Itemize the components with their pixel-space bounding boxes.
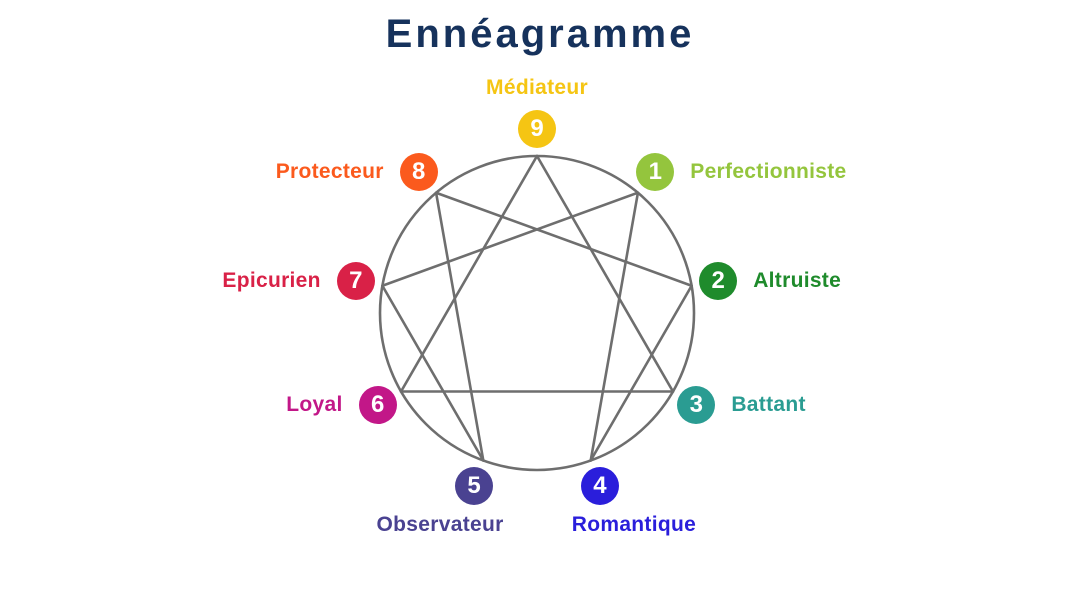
type-badge-6: 6 <box>358 386 397 424</box>
type-badge-1: 1 <box>636 153 675 192</box>
connection-line-5-7 <box>381 284 485 462</box>
type-label-6: Loyal <box>286 393 343 416</box>
type-badge-4: 4 <box>580 466 619 505</box>
enneagram-circle <box>378 154 696 472</box>
type-label-5: Observateur <box>376 512 504 536</box>
type-badge-8: 8 <box>399 153 438 192</box>
connection-line-2-8 <box>434 191 693 288</box>
type-badge-5: 5 <box>455 466 494 505</box>
type-label-4: Romantique <box>571 512 697 536</box>
connection-line-9-3 <box>535 154 675 393</box>
type-label-9: Médiateur <box>486 76 588 99</box>
type-label-7: Epicurien <box>222 269 321 293</box>
connection-line-4-2 <box>589 284 693 462</box>
type-badge-9: 9 <box>518 110 556 148</box>
connection-line-6-9 <box>399 154 539 393</box>
type-badge-7: 7 <box>336 262 375 301</box>
type-badge-3: 3 <box>677 386 716 424</box>
connection-line-7-1 <box>381 191 640 288</box>
type-label-1: Perfectionniste <box>690 160 847 184</box>
type-label-3: Battant <box>731 393 806 416</box>
type-badge-2: 2 <box>699 262 738 301</box>
page-title: Ennéagramme <box>385 12 695 56</box>
connection-line-1-4 <box>589 191 640 462</box>
type-label-8: Protecteur <box>275 160 384 184</box>
type-label-2: Altruiste <box>753 269 842 293</box>
connection-line-8-5 <box>434 191 485 462</box>
